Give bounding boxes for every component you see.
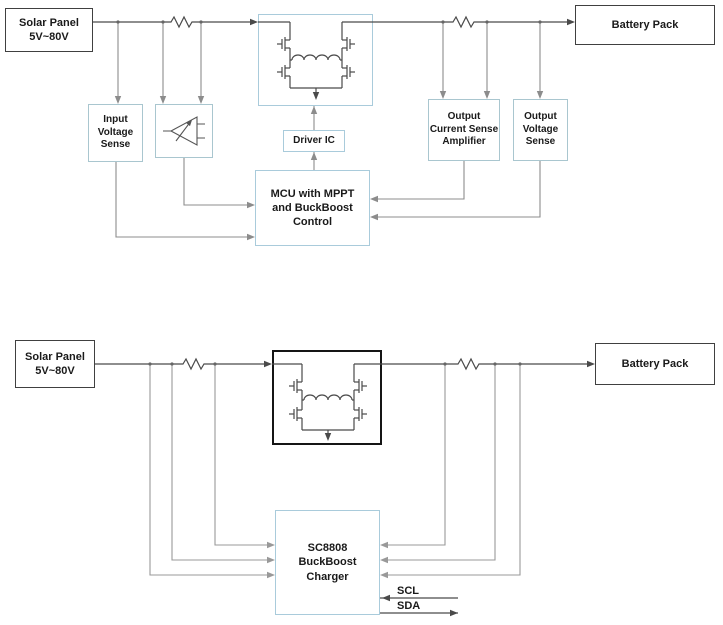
arrow-icon <box>197 96 205 104</box>
mcu-box: MCU with MPPT and BuckBoost Control <box>255 170 370 246</box>
solar-panel-box-bottom: Solar Panel 5V~80V <box>15 340 95 388</box>
arrow-icon <box>247 201 255 209</box>
battery-pack-box-top: Battery Pack <box>575 5 715 45</box>
arrow-icon <box>310 152 318 160</box>
mcu-label: MCU with MPPT and BuckBoost Control <box>270 187 355 229</box>
arrow-icon <box>370 213 378 221</box>
arrow-icon <box>310 106 318 114</box>
arrow-icon <box>439 91 447 99</box>
arrow-icon <box>567 18 575 26</box>
sc8808-charger-label: SC8808 BuckBoost Charger <box>298 542 357 583</box>
arrow-icon <box>247 233 255 241</box>
solar-panel-label: Solar Panel 5V~80V <box>25 350 85 377</box>
arrow-icon <box>264 360 272 368</box>
sc8808-charger-box: SC8808 BuckBoost Charger <box>275 510 380 615</box>
scl-label: SCL <box>397 585 419 597</box>
sda-arrow-icon <box>450 609 458 617</box>
arrow-icon <box>250 18 258 26</box>
solar-panel-box-top: Solar Panel 5V~80V <box>5 8 93 52</box>
battery-pack-box-bottom: Battery Pack <box>595 343 715 385</box>
output-current-sense-amplifier-box: Output Current Sense Amplifier <box>428 99 500 161</box>
arrow-icon <box>536 91 544 99</box>
arrow-icon <box>380 541 388 549</box>
resistor-symbol <box>449 16 479 28</box>
buckboost-converter-box-top <box>258 14 373 106</box>
arrow-icon <box>587 360 595 368</box>
arrow-icon <box>114 96 122 104</box>
driver-ic-label: Driver IC <box>293 134 335 146</box>
scl-arrow-icon <box>382 594 390 602</box>
buckboost-converter-box-bottom <box>272 350 382 445</box>
arrow-icon <box>267 541 275 549</box>
arrow-icon <box>380 571 388 579</box>
arrow-icon <box>370 195 378 203</box>
current-sense-amplifier-box <box>155 104 213 158</box>
battery-pack-label: Battery Pack <box>611 18 679 31</box>
output-voltage-sense-label: Output Voltage Sense <box>522 110 559 148</box>
arrow-icon <box>267 571 275 579</box>
resistor-symbol <box>179 358 209 370</box>
input-voltage-sense-box: Input Voltage Sense <box>88 104 143 162</box>
battery-pack-label: Battery Pack <box>621 357 689 370</box>
resistor-symbol <box>454 358 484 370</box>
sda-label: SDA <box>397 600 420 612</box>
arrow-icon <box>380 556 388 564</box>
arrow-icon <box>483 91 491 99</box>
output-voltage-sense-box: Output Voltage Sense <box>513 99 568 161</box>
arrow-icon <box>267 556 275 564</box>
driver-ic-box: Driver IC <box>283 130 345 152</box>
solar-panel-label: Solar Panel 5V~80V <box>19 16 79 43</box>
input-voltage-sense-label: Input Voltage Sense <box>97 113 134 151</box>
resistor-symbol <box>167 16 197 28</box>
arrow-icon <box>159 96 167 104</box>
output-current-sense-amplifier-label: Output Current Sense Amplifier <box>429 110 499 148</box>
